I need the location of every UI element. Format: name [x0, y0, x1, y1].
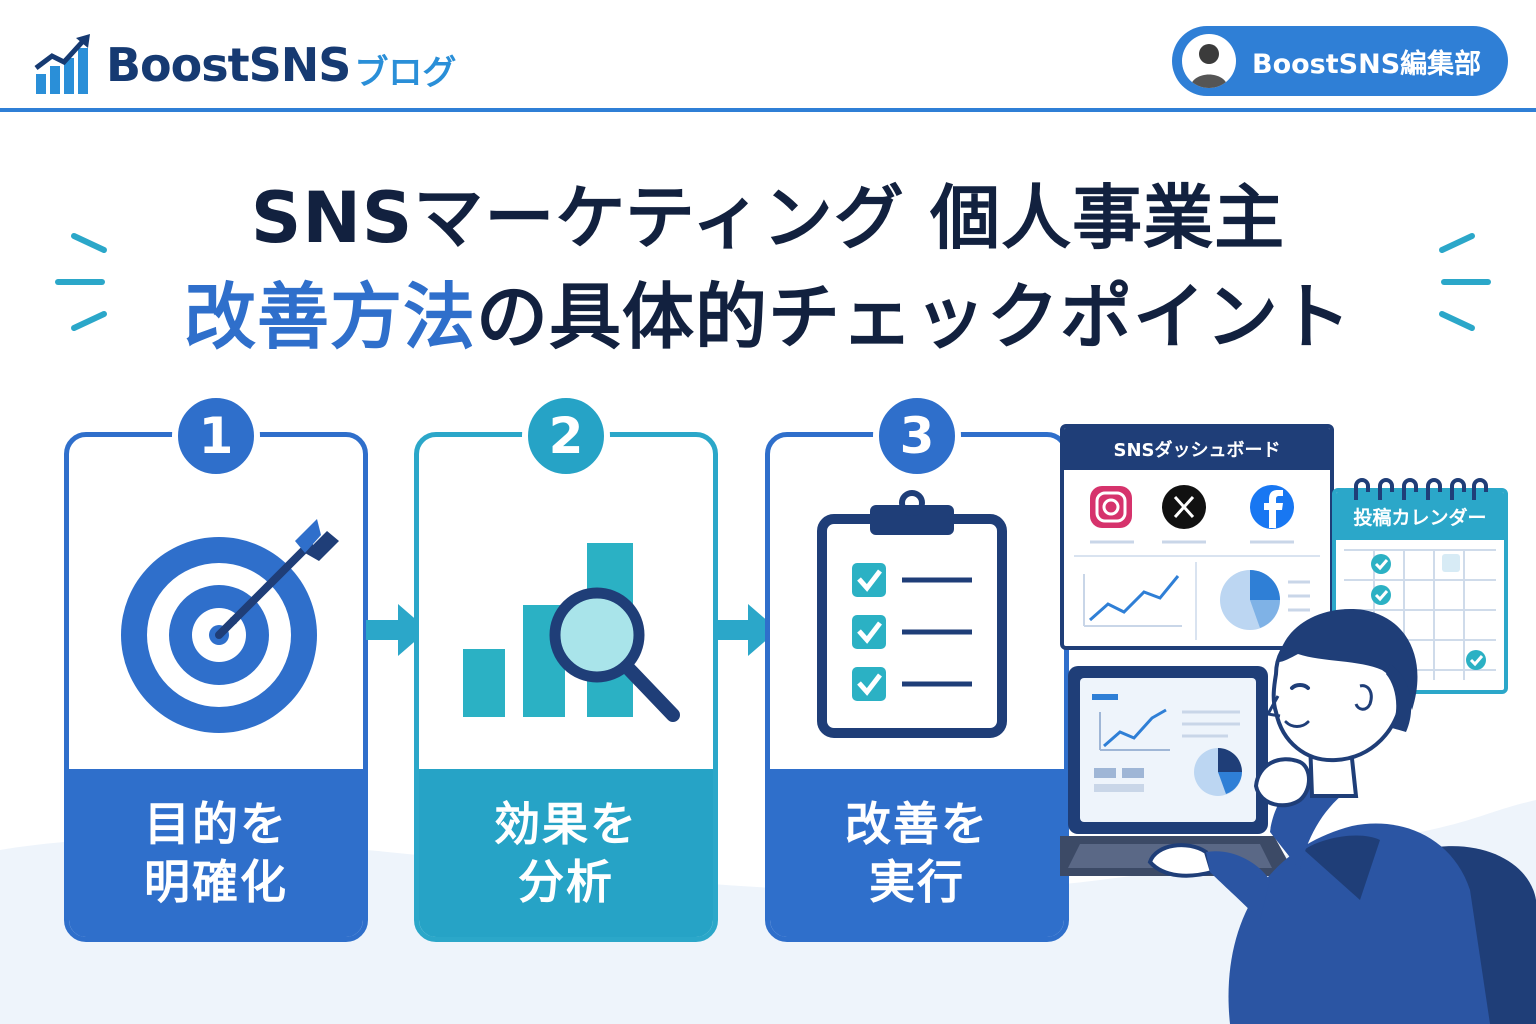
calendar-rings-icon: [1354, 478, 1488, 500]
clipboard-checklist-icon: [817, 490, 1007, 738]
author-name: BoostSNS編集部: [1252, 48, 1482, 80]
person-with-laptop-illustration: [1060, 609, 1536, 1024]
step-card-3: 改善を 実行: [765, 432, 1069, 942]
dashboard-widgets: [1074, 485, 1320, 640]
page-title-line1: SNSマーケティング 個人事業主: [250, 177, 1286, 259]
step-label-2: 効果を 分析: [419, 769, 713, 937]
avatar: [1182, 34, 1236, 88]
step-number-1: 1: [172, 392, 260, 480]
title-rest: の具体的チェックポイント: [476, 275, 1353, 359]
title-highlight: 改善方法: [183, 275, 476, 359]
growth-chart-icon: [34, 34, 90, 94]
dashboard-title: SNSダッシュボード: [1113, 440, 1281, 461]
step-label-3: 改善を 実行: [770, 769, 1064, 937]
instagram-icon: [1090, 486, 1132, 528]
target-icon: [121, 519, 339, 733]
header-divider: [0, 108, 1536, 112]
facebook-icon: [1250, 485, 1294, 529]
step-number-3: 3: [873, 392, 961, 480]
dashboard-header: SNSダッシュボード: [1064, 428, 1330, 470]
spark-decoration-left: [55, 233, 107, 331]
step-card-1: 目的を 明確化: [64, 432, 368, 942]
x-icon: [1162, 485, 1206, 529]
step-card-2: 効果を 分析: [414, 432, 718, 942]
step-label-1: 目的を 明確化: [69, 769, 363, 937]
arrow-right-icon: [366, 604, 428, 656]
arrow-right-icon: [716, 604, 778, 656]
calendar-title: 投稿カレンダー: [1353, 506, 1487, 529]
user-icon: [1190, 44, 1228, 88]
step-number-2: 2: [522, 392, 610, 480]
spark-decoration-right: [1439, 233, 1491, 331]
author-badge[interactable]: BoostSNS編集部: [1172, 26, 1508, 96]
page-title-line2: 改善方法の具体的チェックポイント: [0, 258, 1536, 363]
brand-logo[interactable]: BoostSNS ブログ: [34, 30, 456, 100]
brand-name: BoostSNS: [106, 38, 351, 92]
chart-magnifier-icon: [463, 543, 680, 722]
sns-dashboard-panel: SNSダッシュボード: [1060, 424, 1334, 650]
brand-suffix: ブログ: [354, 52, 457, 93]
